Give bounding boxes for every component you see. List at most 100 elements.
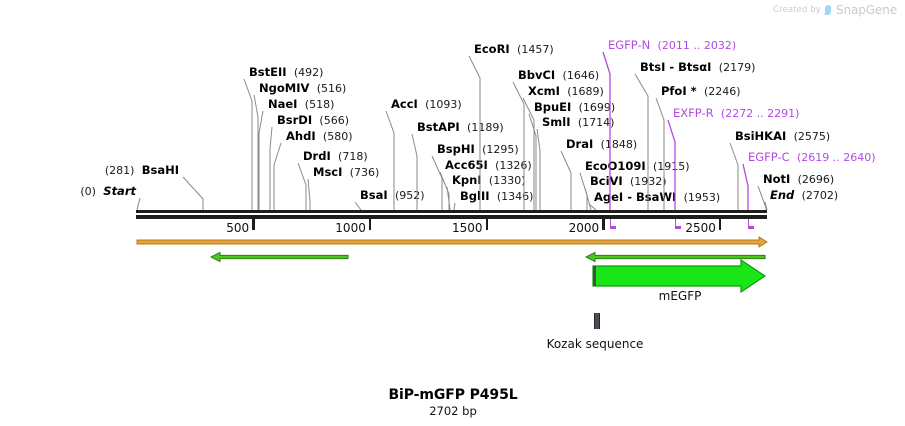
site-name: End	[770, 188, 795, 202]
site-label-btsi-btsai[interactable]: BtsI - BtsαI (2179)	[640, 61, 755, 74]
ruler-label: 1500	[451, 221, 483, 235]
site-label-noti[interactable]: NotI (2696)	[763, 173, 834, 186]
ruler-tick	[602, 219, 605, 230]
site-name: BsrDI	[277, 113, 313, 127]
feature-tick-egfp-n	[609, 219, 611, 229]
site-label-egfp-c[interactable]: EGFP-C (2619 .. 2640)	[748, 151, 876, 164]
site-position: (2011 .. 2032)	[657, 39, 737, 52]
site-label-ecori[interactable]: EcoRI (1457)	[474, 43, 554, 56]
site-name: EcoRI	[474, 42, 510, 56]
plasmid-size: 2702 bp	[429, 404, 477, 418]
site-position: (1295)	[482, 143, 519, 156]
site-label-bsrdi[interactable]: BsrDI (566)	[277, 114, 349, 127]
site-name: NaeI	[268, 97, 298, 111]
site-label-start[interactable]: (0) Start	[0, 185, 136, 198]
site-name: EGFP-N	[608, 38, 651, 52]
site-label-drdi[interactable]: DrdI (718)	[303, 150, 368, 163]
site-position: (1689)	[567, 85, 604, 98]
site-position: (0)	[80, 185, 96, 198]
site-position: (2246)	[703, 85, 741, 98]
site-label-ahdi[interactable]: AhdI (580)	[286, 130, 353, 143]
site-label-ngomiv[interactable]: NgoMIV (516)	[259, 82, 346, 95]
site-position: (1646)	[562, 69, 600, 82]
site-name: Start	[103, 184, 136, 198]
site-name: BtsI - BtsαI	[640, 60, 712, 74]
site-position: (2179)	[718, 61, 756, 74]
ruler-tick	[368, 219, 372, 230]
site-position: (566)	[319, 114, 350, 127]
site-position: (516)	[316, 82, 347, 95]
site-position: (518)	[304, 98, 335, 111]
ruler-tick	[485, 219, 489, 230]
site-position: (2619 .. 2640)	[796, 151, 876, 164]
site-label-msci[interactable]: MscI (736)	[313, 166, 379, 179]
site-label-xcmi[interactable]: XcmI (1689)	[528, 85, 604, 98]
backbone-orange-arrow[interactable]	[136, 236, 768, 248]
site-name: AccI	[391, 97, 418, 111]
site-label-bsphi[interactable]: BspHI (1295)	[437, 143, 519, 156]
snapgene-watermark: Created by SnapGene	[773, 3, 897, 17]
site-name: BspHI	[437, 142, 475, 156]
ruler-label: 500	[226, 221, 250, 235]
megfp-arrow-label: mEGFP	[658, 289, 702, 303]
site-label-egfp-n[interactable]: EGFP-N (2011 .. 2032)	[608, 39, 736, 52]
site-name: PfoI *	[661, 84, 697, 98]
ruler-label: 2000	[568, 221, 600, 235]
watermark-brand: SnapGene	[835, 3, 897, 17]
ruler-tick	[252, 219, 255, 230]
kozak-sequence-mark	[594, 313, 600, 329]
site-name: BpuEI	[534, 100, 572, 114]
site-name: SmlI	[542, 115, 571, 129]
site-label-exfp-r[interactable]: EXFP-R (2272 .. 2291)	[673, 107, 799, 120]
megfp-arrow[interactable]	[592, 258, 767, 294]
site-position: (718)	[338, 150, 368, 163]
site-label-end[interactable]: End (2702)	[770, 189, 838, 202]
site-label-pfoi[interactable]: PfoI * (2246)	[661, 85, 741, 98]
site-name: XcmI	[528, 84, 560, 98]
site-label-acci[interactable]: AccI (1093)	[391, 98, 462, 111]
site-name: EcoO109I	[585, 159, 646, 173]
feature-tick-cap-egfp-n	[611, 226, 616, 229]
backbone-lower-line	[136, 215, 767, 219]
site-label-bbvci[interactable]: BbvCI (1646)	[518, 69, 599, 82]
feature-tick-exfp-r	[674, 219, 676, 229]
site-position: (2702)	[801, 189, 839, 202]
site-name: BbvCI	[518, 68, 556, 82]
site-name: EGFP-C	[748, 150, 790, 164]
site-name: AhdI	[286, 129, 316, 143]
watermark-created-by: Created by	[773, 5, 821, 15]
site-name: MscI	[313, 165, 343, 179]
site-position: (281)	[104, 164, 135, 177]
site-name: EXFP-R	[673, 106, 714, 120]
site-position: (2272 .. 2291)	[720, 107, 800, 120]
ruler-label: 2500	[685, 221, 716, 235]
site-name: BstEII	[249, 65, 287, 79]
site-name: BsiHKAI	[735, 129, 787, 143]
site-name: BsaI	[360, 188, 388, 202]
site-position: (1953)	[683, 191, 721, 204]
site-label-bsahi[interactable]: (281) BsaHI	[0, 164, 179, 177]
plasmid-title: BiP-mGFP P495L	[388, 387, 518, 403]
site-name: NgoMIV	[259, 81, 310, 95]
ruler-label: 1000	[335, 221, 366, 235]
feature-tick-cap-exfp-r	[676, 226, 681, 229]
exfp-green-arrow[interactable]	[584, 251, 766, 263]
kozak-sequence-label: Kozak sequence	[546, 337, 644, 351]
upstream-green-arrow[interactable]	[209, 251, 349, 263]
feature-tick-cap-egfp-c	[749, 226, 754, 229]
site-label-naei[interactable]: NaeI (518)	[268, 98, 334, 111]
site-name: DraI	[566, 137, 594, 151]
ruler-tick	[718, 219, 722, 230]
feature-tick-egfp-c	[747, 219, 749, 229]
site-position: (1457)	[517, 43, 554, 56]
backbone-upper-line	[136, 210, 767, 213]
site-name: BsaHI	[141, 163, 179, 177]
site-position: (1093)	[425, 98, 462, 111]
site-label-bsihkai[interactable]: BsiHKAI (2575)	[735, 130, 830, 143]
site-label-bstell[interactable]: BstEII (492)	[249, 66, 323, 79]
site-position: (580)	[322, 130, 353, 143]
site-name: DrdI	[303, 149, 331, 163]
site-name: NotI	[763, 172, 791, 186]
